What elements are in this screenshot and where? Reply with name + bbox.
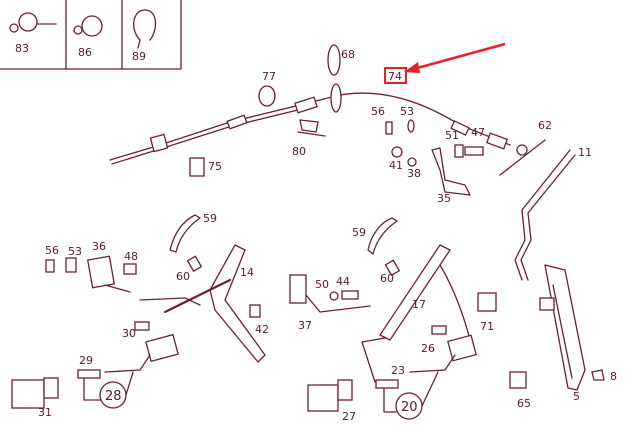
label-74[interactable]: 74 xyxy=(388,70,402,83)
label-71: 71 xyxy=(480,320,494,333)
shift-cable xyxy=(109,83,528,165)
label-37: 37 xyxy=(298,319,312,332)
accelerator-pedal xyxy=(509,264,605,391)
inset-panel: 83 86 89 xyxy=(0,0,182,70)
bracket-35-icon xyxy=(431,147,471,196)
label-50: 50 xyxy=(315,278,329,291)
label-53: 53 xyxy=(400,105,414,118)
nut-51-icon xyxy=(454,144,464,158)
label-83: 83 xyxy=(15,42,29,55)
label-56b: 56 xyxy=(45,244,59,257)
highlight-annotation xyxy=(384,42,506,84)
label-62: 62 xyxy=(538,119,552,132)
label-86: 86 xyxy=(78,46,92,59)
label-65: 65 xyxy=(517,397,531,410)
grommet-68-icon xyxy=(327,44,341,76)
washer-38-icon xyxy=(407,157,417,167)
part-labels: 68 77 74 56 53 51 47 62 80 75 41 38 11 3… xyxy=(38,48,617,423)
label-11: 11 xyxy=(578,146,592,159)
pedal-assembly-left xyxy=(11,214,266,409)
label-41: 41 xyxy=(389,159,403,172)
label-59b: 59 xyxy=(352,226,366,239)
clip-83-icon xyxy=(9,12,57,33)
clip-75-icon xyxy=(189,157,205,177)
lever-11-icon xyxy=(514,149,576,281)
label-17: 17 xyxy=(412,298,426,311)
label-29: 29 xyxy=(79,354,93,367)
label-26: 26 xyxy=(421,342,435,355)
label-35: 35 xyxy=(437,192,451,205)
label-28: 28 xyxy=(105,389,122,404)
label-5: 5 xyxy=(573,390,580,403)
label-75: 75 xyxy=(208,160,222,173)
label-48: 48 xyxy=(124,250,138,263)
clip-86-icon xyxy=(73,15,103,37)
label-68: 68 xyxy=(341,48,355,61)
label-60: 60 xyxy=(176,270,190,283)
label-53b: 53 xyxy=(68,245,82,258)
label-27: 27 xyxy=(342,410,356,423)
label-20: 20 xyxy=(401,400,418,415)
clip-41-icon xyxy=(391,146,403,158)
label-56: 56 xyxy=(371,105,385,118)
label-59: 59 xyxy=(203,212,217,225)
label-36: 36 xyxy=(92,240,106,253)
label-44: 44 xyxy=(336,275,350,288)
label-42: 42 xyxy=(255,323,269,336)
label-23: 23 xyxy=(391,364,405,377)
label-31: 31 xyxy=(38,406,52,419)
label-14: 14 xyxy=(240,266,254,279)
label-8: 8 xyxy=(610,370,617,383)
label-80: 80 xyxy=(292,145,306,158)
label-77: 77 xyxy=(262,70,276,83)
label-30: 30 xyxy=(122,327,136,340)
label-38: 38 xyxy=(407,167,421,180)
bolt-47-icon xyxy=(464,146,484,156)
label-47: 47 xyxy=(471,126,485,139)
clip-56-icon xyxy=(385,121,393,135)
grommet-77-icon xyxy=(258,85,276,107)
pedal-assembly-right xyxy=(289,217,497,420)
label-51: 51 xyxy=(445,129,459,142)
washer-53-icon xyxy=(407,119,415,133)
label-60b: 60 xyxy=(380,272,394,285)
spring-62-icon xyxy=(499,139,546,176)
clip-89-icon xyxy=(133,9,157,49)
clip-80-icon xyxy=(297,119,326,137)
label-89: 89 xyxy=(132,50,146,63)
